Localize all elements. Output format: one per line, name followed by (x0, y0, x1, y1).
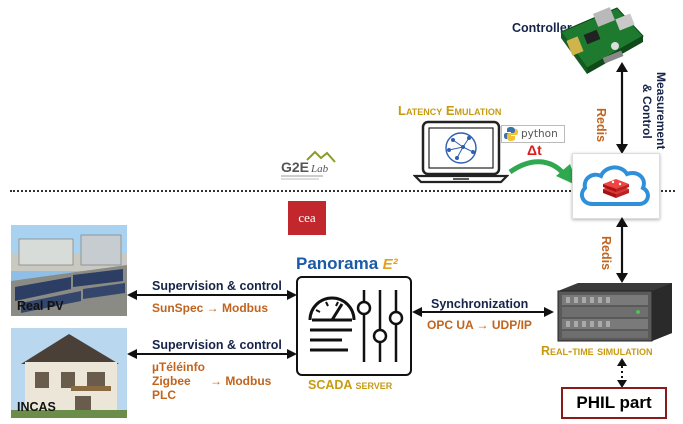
panorama-e2: E² (382, 256, 398, 273)
incas-houses-photo: INCAS (11, 328, 127, 418)
scada-server-label: SCADA server (308, 378, 393, 392)
latency-emulation-label: Latency Emulation (398, 103, 502, 118)
realtime-simulation-label: Real-time simulation (541, 344, 653, 358)
scada-panel-box (296, 276, 412, 376)
g2e-mountain-icon: G2E Lab (281, 150, 336, 180)
redis-label-top: Redis (594, 108, 608, 143)
phil-part-label: PHIL part (576, 393, 652, 412)
pv-supervision-label: Supervision & control (152, 279, 282, 293)
scada-sim-arrow (412, 307, 554, 317)
houses-protocol-modbus: → Modbus (210, 374, 272, 388)
simulator-rack (557, 283, 672, 342)
houses-protocol-2: Zigbee (152, 374, 191, 388)
panorama-text: Panorama (296, 254, 379, 273)
phil-part-box: PHIL part (561, 387, 667, 419)
houses-protocol-1: µTéléinfo (152, 360, 205, 374)
pv-protocol-label: SunSpec → Modbus (152, 301, 269, 315)
delta-t-label: Δt (527, 142, 542, 158)
controller-redis-arrow (616, 62, 628, 154)
g2e-lab-logo: G2E Lab (279, 150, 337, 186)
measurement-control-label: Measurement & Control (640, 66, 668, 156)
svg-text:Lab: Lab (310, 163, 329, 175)
sim-phil-dotted-arrow (617, 358, 627, 388)
svg-text:G2E: G2E (281, 159, 309, 175)
dotted-separator (10, 190, 675, 192)
python-badge: python (501, 125, 565, 143)
real-pv-photo: Real PV (11, 225, 127, 316)
measurement-line: Measurement (654, 72, 668, 150)
control-line: & Control (640, 83, 654, 139)
redis-cloud-box (572, 153, 660, 219)
houses-scada-arrow (127, 349, 297, 359)
redis-sim-arrow (616, 217, 628, 283)
cea-logo-text: cea (298, 210, 316, 225)
scada-panel-icon (308, 290, 404, 362)
redis-cloud-icon (579, 165, 650, 206)
latency-green-arrow (508, 159, 578, 186)
sync-protocol-label: OPC UA → UDP/IP (427, 318, 532, 332)
synchronization-label: Synchronization (431, 297, 529, 311)
houses-supervision-label: Supervision & control (152, 338, 282, 352)
incas-line: INCAS (17, 400, 56, 414)
redis-label-right: Redis (599, 236, 613, 271)
raspberry-pi-board (560, 7, 644, 74)
laptop-network-icon (413, 120, 509, 184)
houses-protocol-3: PLC (152, 388, 176, 402)
cea-logo: cea (288, 201, 326, 235)
pv-scada-arrow (127, 290, 297, 300)
incas-caption: INCAS (17, 401, 56, 414)
panorama-logo: Panorama E² (296, 254, 398, 274)
python-label: python (521, 128, 558, 140)
real-pv-caption: Real PV (17, 299, 64, 313)
controller-label: Controller (512, 21, 572, 35)
python-icon (504, 127, 518, 141)
